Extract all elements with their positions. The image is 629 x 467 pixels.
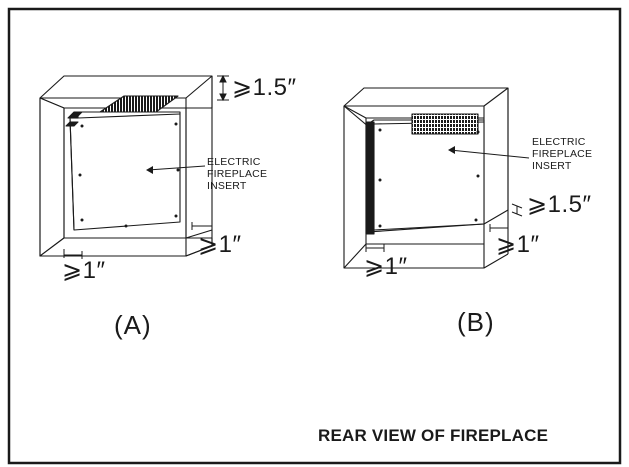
insert-label-a-line1: ELECTRIC [207, 156, 261, 168]
clearance-right-b: ⩾1″ [496, 231, 540, 258]
insert-label-a-line3: INSERT [207, 180, 247, 192]
dimension-marks-a [63, 74, 229, 259]
clearance-left-b: ⩾1″ [364, 253, 408, 280]
rear-vent-grill-b [411, 113, 479, 135]
panel-tag-b: (B) [457, 307, 495, 337]
screws-b [378, 128, 480, 228]
insert-unit-a [65, 111, 181, 231]
clearance-left-a: ⩾1″ [62, 257, 106, 284]
panel-tag-a: (A) [114, 310, 152, 340]
diagram-b [343, 87, 509, 269]
clearance-right-a: ⩾1″ [198, 231, 242, 258]
figure-caption: REAR VIEW OF FIREPLACE [318, 426, 549, 445]
dimension-marks-b [365, 146, 530, 252]
top-vent-grill-a [99, 95, 179, 113]
insert-label-a-line2: FIREPLACE [207, 168, 268, 180]
insert-label-b-line2: FIREPLACE [532, 148, 593, 160]
clearance-bottom-right-b: ⩾1.5″ [527, 191, 592, 218]
insert-unit-b [365, 119, 485, 235]
enclosure-a [39, 75, 213, 257]
clearance-top-a: ⩾1.5″ [232, 74, 297, 101]
figure-border [7, 7, 622, 465]
insert-label-b-line3: INSERT [532, 160, 572, 172]
insert-label-a: ELECTRIC FIREPLACE INSERT [207, 156, 267, 192]
insert-label-b: ELECTRIC FIREPLACE INSERT [532, 136, 592, 172]
screws-a [78, 122, 180, 228]
insert-label-b-line1: ELECTRIC [532, 136, 586, 148]
diagram-a [39, 75, 213, 257]
